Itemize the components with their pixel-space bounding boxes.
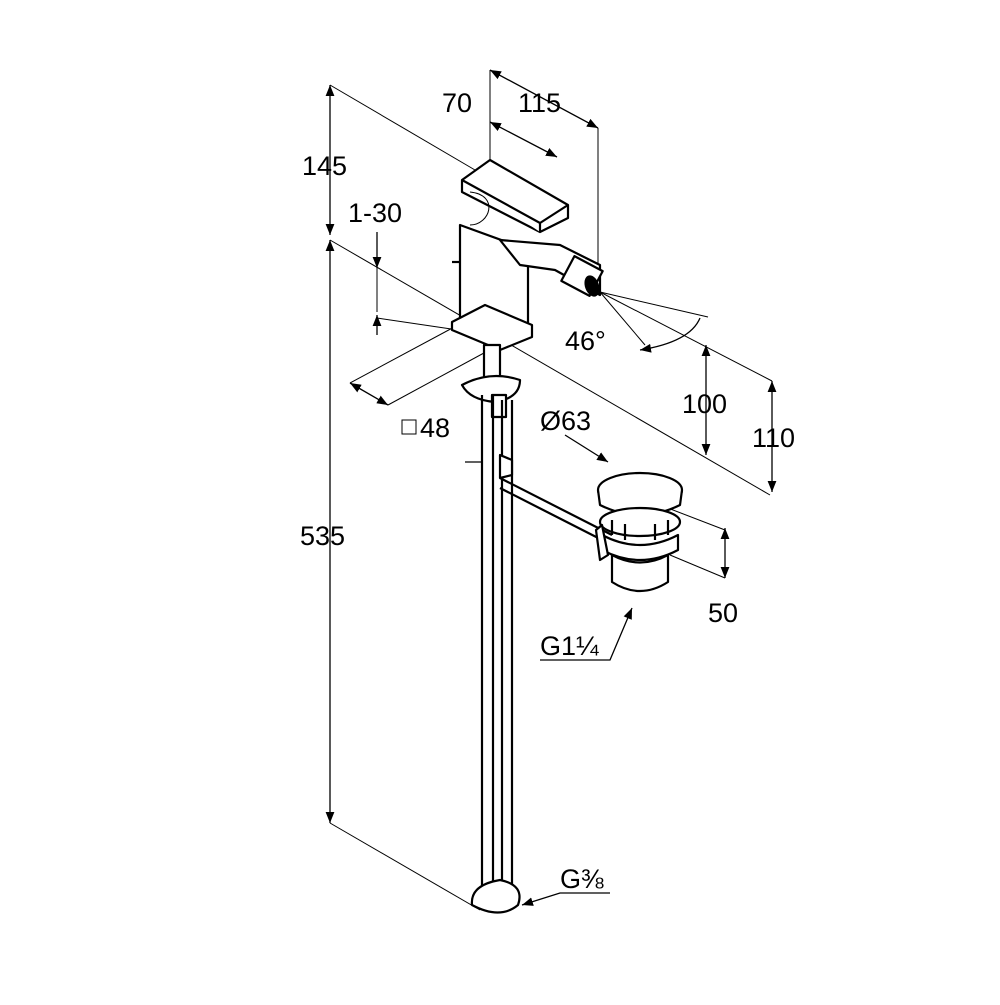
popup-rod [498, 453, 613, 544]
dim-46-degrees: 46° [565, 326, 606, 356]
dim-535: 535 [300, 521, 345, 551]
dim-115: 115 [518, 88, 561, 118]
dim-70: 70 [442, 88, 472, 118]
thread-g3-8: G⅜ [560, 864, 604, 894]
dimension-lines [325, 69, 777, 911]
thread-g1-1-4: G1¼ [540, 631, 599, 661]
dim-48: 48 [420, 413, 450, 443]
dim-48-group: 48 [401, 413, 450, 443]
dim-1-30: 1-30 [348, 198, 402, 228]
square-symbol-icon [401, 419, 417, 435]
dim-145: 145 [302, 151, 347, 181]
dim-50: 50 [708, 598, 738, 628]
dim-diameter-63: Ø63 [540, 406, 591, 436]
waste-valve [594, 471, 684, 593]
dim-110: 110 [752, 423, 795, 453]
mixer-body [450, 158, 604, 352]
dim-100: 100 [682, 389, 727, 419]
dimension-labels: 70 115 145 1-30 46° 100 110 48 Ø63 535 5… [300, 88, 795, 894]
